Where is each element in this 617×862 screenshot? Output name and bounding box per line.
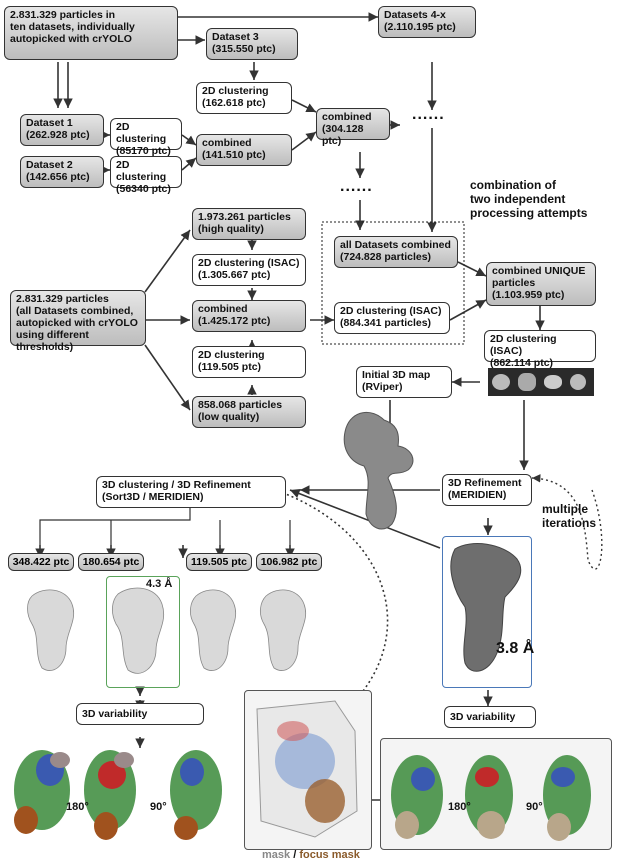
dotted-arrow-mask	[259, 483, 389, 696]
var1-box: 3D variability	[76, 703, 204, 725]
rotate-180-right: 180°	[448, 801, 471, 813]
dots-2: ......	[340, 178, 373, 195]
isac2-box: 2D clustering (ISAC) (884.341 particles)	[334, 302, 450, 334]
initial3d-box: Initial 3D map (RViper)	[356, 366, 452, 398]
class-resolution: 4.3 Å	[146, 578, 173, 590]
var2-box: 3D variability	[444, 706, 536, 728]
final-map-frame	[442, 536, 532, 688]
combination-label: combination of two independent processin…	[470, 178, 588, 220]
mask-panel	[244, 690, 372, 850]
clust2-box: 2D clustering (56340 ptc)	[110, 156, 182, 195]
class-ptc-1: 348.422 ptc	[8, 553, 74, 571]
mask-legend: mask / focus mask	[262, 834, 360, 862]
class-ptc-3: 119.505 ptc	[186, 553, 252, 571]
isac3-box: 2D clustering (ISAC) (862.114 ptc)	[484, 330, 596, 369]
unique-box: combined UNIQUE particles (1.103.959 ptc…	[486, 262, 596, 306]
start2-box: 2.831.329 particles (all Datasets combin…	[10, 290, 146, 353]
class-frame-best	[106, 576, 180, 688]
sort3d-box: 3D clustering / 3D Refinement (Sort3D / …	[96, 476, 286, 508]
start-box: 2.831.329 particles in ten datasets, ind…	[4, 6, 178, 60]
combined-c-box: combined (1.425.172 ptc)	[192, 300, 306, 332]
combined-b-box: combined (141.510 ptc)	[196, 134, 292, 166]
final-resolution: 3.8 Å	[496, 640, 535, 657]
refine-box: 3D Refinement (MERIDIEN)	[442, 474, 532, 506]
class-ptc-4: 106.982 ptc	[256, 553, 322, 571]
hq-box: 1.973.261 particles (high quality)	[192, 208, 306, 240]
clust3-box: 2D clustering (162.618 ptc)	[196, 82, 292, 114]
dataset2-box: Dataset 2 (142.656 ptc)	[20, 156, 104, 188]
lq-box: 858.068 particles (low quality)	[192, 396, 306, 428]
mask-label: mask	[262, 849, 291, 861]
rotate-180-left: 180°	[66, 801, 89, 813]
dataset1-box: Dataset 1 (262.928 ptc)	[20, 114, 104, 146]
multiple-iterations-label: multiple iterations	[542, 502, 597, 530]
dots-1: ......	[412, 106, 445, 123]
datasets4x-box: Datasets 4-x (2.110.195 ptc)	[378, 6, 476, 38]
focus-mask-label: focus mask	[299, 849, 360, 861]
class-averages-strip	[488, 368, 594, 396]
combined-a-box: combined (304.128 ptc)	[316, 108, 390, 147]
rotate-90-right: 90°	[526, 801, 543, 813]
class-ptc-2: 180.654 ptc	[78, 553, 144, 571]
clust-lq-box: 2D clustering (119.505 ptc)	[192, 346, 306, 378]
rotate-90-left: 90°	[150, 801, 167, 813]
clust1-box: 2D clustering (85170 ptc)	[110, 118, 182, 157]
dotted-iteration-arrow	[531, 474, 603, 570]
all-combined-box: all Datasets combined (724.828 particles…	[334, 236, 458, 268]
variability-right-panel	[380, 738, 612, 850]
mask-separator: /	[290, 849, 300, 861]
isac1-box: 2D clustering (ISAC) (1.305.667 ptc)	[192, 254, 306, 286]
arrow-start2-hq	[144, 229, 191, 293]
dataset3-box: Dataset 3 (315.550 ptc)	[206, 28, 298, 60]
